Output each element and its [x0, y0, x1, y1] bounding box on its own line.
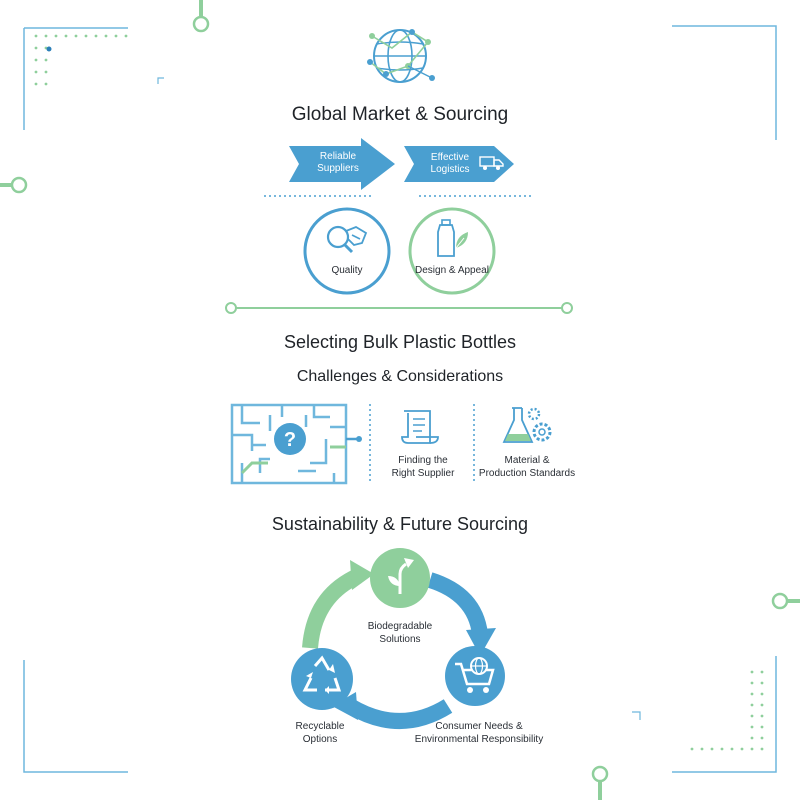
truck-icon: [479, 156, 504, 170]
section2-title: Selecting Bulk Plastic Bottles: [283, 332, 517, 352]
recycle-icon: [291, 648, 353, 710]
cart-globe-icon: [445, 646, 505, 706]
section3-title: Sustainability & Future Sourcing: [271, 514, 529, 534]
dotted-divider: [264, 195, 534, 197]
bottle-leaf-icon: [437, 219, 468, 257]
globe-network-icon: [367, 29, 435, 83]
cycle-arrows: [302, 560, 496, 729]
section1-title: Global Market & Sourcing: [291, 104, 509, 125]
maze-question-icon: ?: [230, 403, 362, 485]
quality-circle: [303, 207, 391, 295]
reliable-suppliers-arrow: [289, 138, 395, 190]
quality-label: Quality: [331, 265, 363, 276]
scroll-document-icon: [401, 410, 439, 444]
vertical-dotted-divider-1: [369, 404, 371, 484]
section-divider: [225, 302, 573, 314]
vertical-dotted-divider-2: [473, 404, 475, 484]
sprout-icon: [370, 548, 430, 608]
magnifier-handshake-icon: [326, 225, 368, 254]
effective-logistics-arrow: [404, 146, 514, 182]
design-appeal-label: Design & Appeal: [415, 265, 489, 276]
material-standards-label: Material &Production Standards: [478, 455, 576, 479]
consumer-needs-label: Consumer Needs &Environmental Responsibi…: [414, 721, 544, 745]
section2-subtitle: Challenges & Considerations: [296, 368, 504, 385]
flask-gear-icon: [502, 407, 552, 443]
svg-text:?: ?: [284, 429, 296, 451]
design-appeal-circle: [408, 207, 496, 295]
